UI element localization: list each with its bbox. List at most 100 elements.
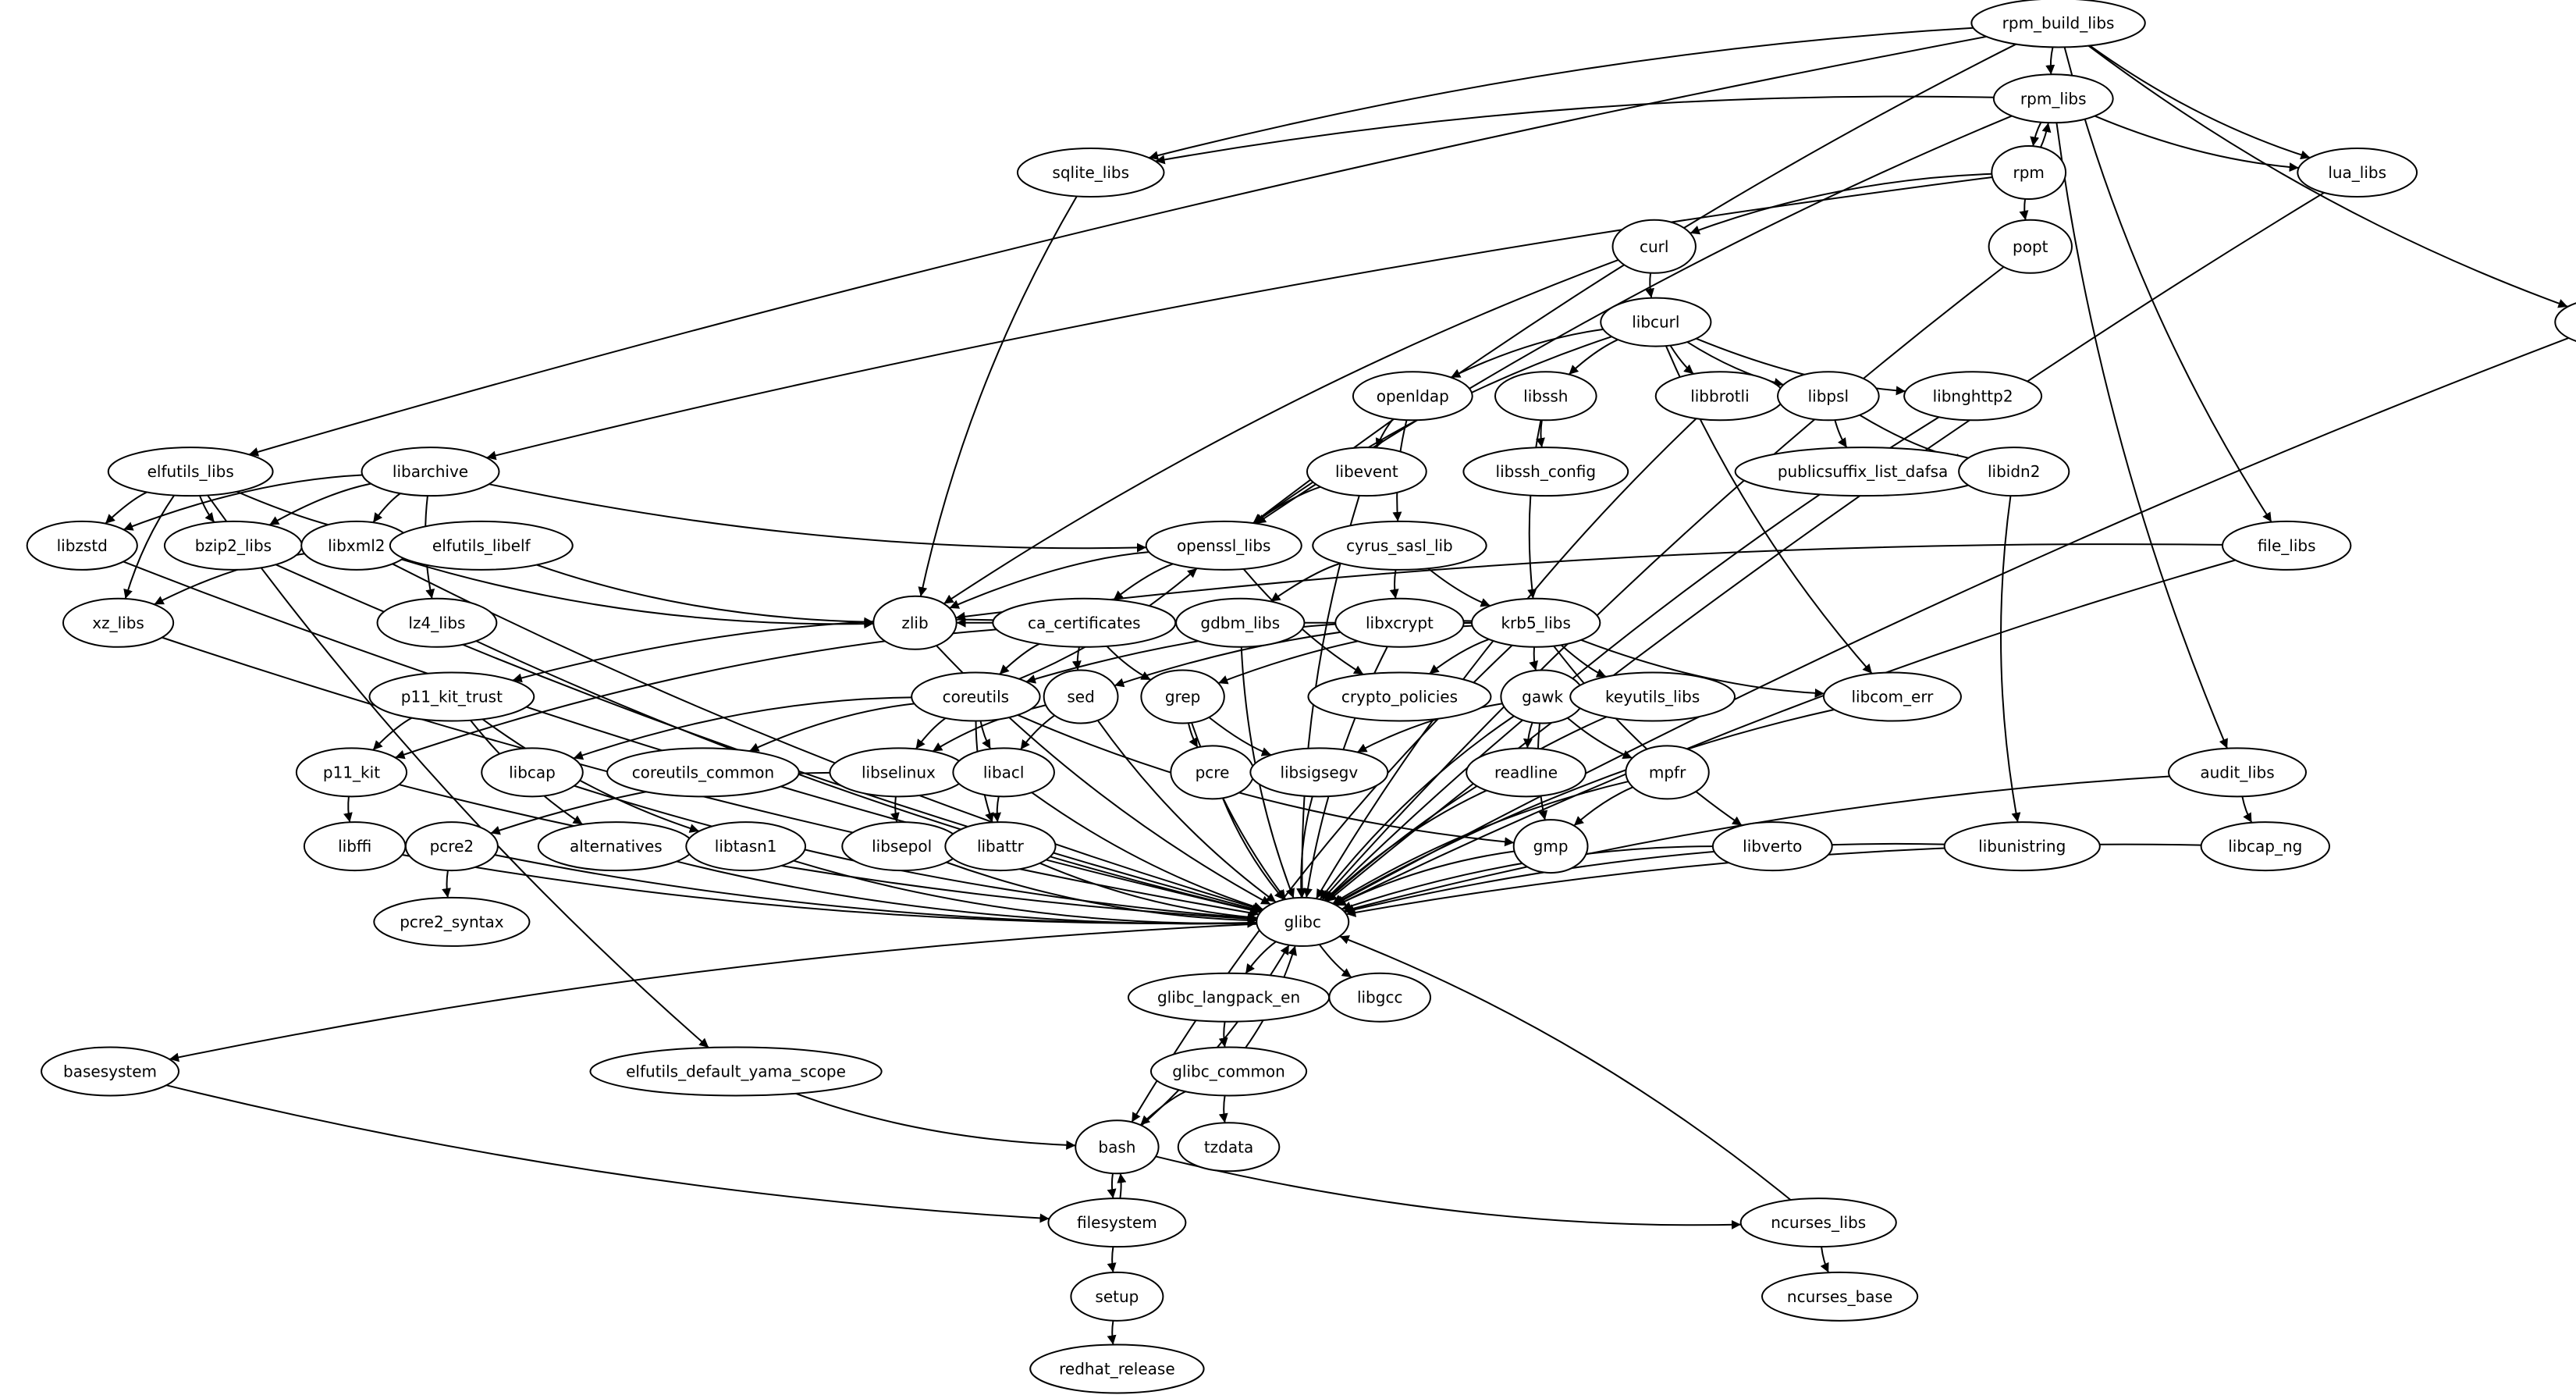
node-label: libxml2 [328,536,385,555]
node-shape [911,671,1041,722]
node-shape [1777,371,1880,422]
edge-line [1319,715,1515,900]
node-libgomp: libgomp [2554,302,2576,342]
node-label: libffi [338,837,371,856]
node-elfutils-libs: elfutils_libs [107,447,274,497]
edge-line [1523,722,1533,749]
node-label: libpsl [1808,386,1849,405]
node-label: pcre2_syntax [400,913,504,931]
edge-libssh-to-krb5-libs [1527,419,1542,599]
edge-basesystem-to-filesystem [165,1084,1050,1223]
edge-file-libs-to-zlib [955,543,2223,621]
edge-line [2039,122,2052,148]
edge-lz4-libs-to-glibc [475,640,1261,915]
edge-rpm-to-curl [1690,173,1992,235]
edge-line [1344,842,1945,915]
node-label: audit_libs [2200,763,2274,781]
edge-gawk-to-mpfr [1566,717,1633,760]
edge-line [748,703,915,753]
edge-elfutils-libs-to-libzstd [105,491,147,525]
edge-line [2241,796,2253,824]
node-shape [1307,671,1492,722]
edge-elfutils-libs-to-xz-libs [123,494,176,600]
edge-line [1148,27,1974,161]
edge-elfutils-libs-to-elfutils-default-yama-scope [207,494,709,1048]
node-gdbm-libs: gdbm_libs [1175,597,1306,648]
node-label: openldap [1377,386,1449,405]
node-shape [606,747,800,798]
node-shape [481,747,584,798]
node-libnghttp2: libnghttp2 [1903,371,2043,422]
node-label: libarchive [393,462,468,481]
edge-line [1375,418,1395,448]
node-label: grep [1165,688,1200,706]
edge-libgomp-to-glibc [1334,336,2569,906]
edge-line [918,195,1078,597]
edge-line [123,494,176,600]
node-shape [2554,302,2576,342]
edge-line [199,495,215,523]
edge-p11-kit-trust-to-libtasn1 [481,718,700,833]
node-label: libselinux [862,763,936,781]
node-shape [1992,73,2114,124]
node-shape [389,520,574,571]
edge-line [943,259,1619,605]
edge-line [1107,1173,1117,1199]
node-shape [26,520,138,571]
node-shape [1175,597,1306,648]
node-label: glibc_common [1172,1062,1285,1080]
edge-libarchive-to-openssl-libs [489,483,1146,553]
edge-bash-to-filesystem [1107,1173,1117,1199]
edge-line [343,796,353,823]
node-label: libcap [509,763,556,781]
edge-line [1315,418,1697,899]
node-glibc: glibc [1256,896,1350,947]
edge-line [1017,714,1515,847]
node-filesystem: filesystem [1047,1197,1187,1248]
node-libselinux: libselinux [829,747,968,798]
edge-line [1039,862,1258,922]
node-tzdata: tzdata [1177,1122,1281,1173]
node-shape [368,671,535,722]
node-label: lua_libs [2328,163,2386,182]
node-label: p11_kit [323,763,380,781]
node-shape [1070,1271,1164,1322]
node-elfutils-default-yama-scope: elfutils_default_yama_scope [589,1046,883,1097]
edge-pcre-to-glibc [1221,797,1285,901]
edge-line [169,923,1257,1062]
edge-curl-to-zlib [943,259,1619,605]
node-label: tzdata [1204,1137,1253,1156]
node-label: keyutils_libs [1605,688,1700,706]
node-label: bash [1098,1137,1135,1156]
node-lua-libs: lua_libs [2297,148,2418,198]
edge-glibc-to-glibc-langpack-en [1245,941,1277,974]
edge-bash-to-glibc [1140,945,1290,1126]
edge-line [1187,722,1199,749]
edge-line [1529,646,1539,671]
edge-ncurses-libs-to-glibc [1339,935,1792,1201]
edge-line [1325,716,1608,902]
node-pcre: pcre [1170,745,1255,800]
edge-ca-certificates-to-grep [1106,646,1152,681]
edge-line [442,870,451,899]
node-libcap-ng: libcap_ng [2200,821,2330,872]
edge-glibc-to-libgcc [1318,944,1352,978]
edge-sed-to-libacl [1019,714,1055,750]
node-shape [1822,671,1962,722]
edge-line [1318,944,1352,978]
node-shape [1140,669,1225,724]
node-libattr: libattr [944,821,1057,872]
node-label: openssl_libs [1177,536,1271,555]
node-shape [1047,1197,1187,1248]
node-label: alternatives [570,837,663,856]
edge-line [2094,115,2299,173]
edge-line [2089,44,2311,160]
node-sed: sed [1043,669,1119,724]
edge-sed-to-glibc [1096,720,1277,903]
node-setup: setup [1070,1271,1164,1322]
node-shape [1988,219,2073,274]
node-shape [1249,747,1389,798]
node-p11-kit: p11_kit [295,747,408,798]
edge-line [915,717,947,749]
edge-line [949,551,1149,609]
